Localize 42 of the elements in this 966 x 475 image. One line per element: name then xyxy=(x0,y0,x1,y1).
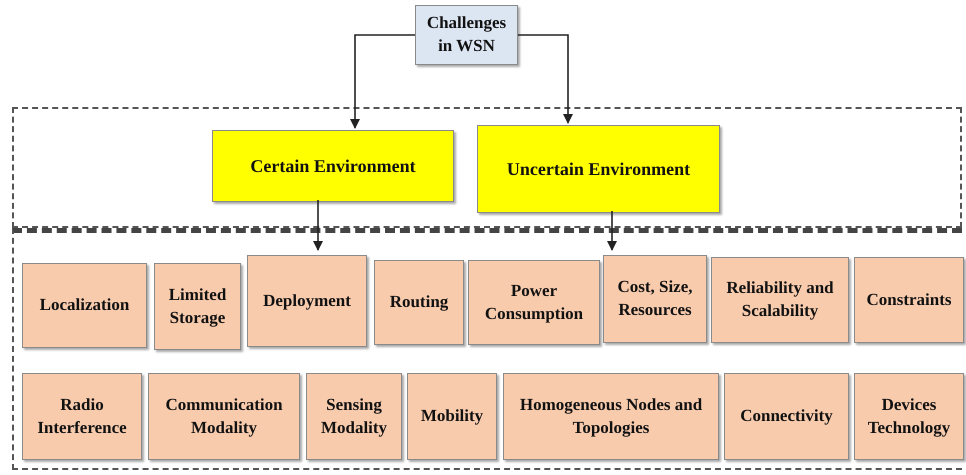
challenge-box xyxy=(407,373,497,460)
arrow xyxy=(313,200,323,251)
arrow xyxy=(607,211,617,251)
box-label: Limited Storage xyxy=(168,284,228,329)
challenge-box xyxy=(503,373,719,460)
challenge-box xyxy=(724,373,849,460)
box-label: Connectivity xyxy=(740,405,833,428)
challenge-box xyxy=(374,260,464,345)
challenge-box xyxy=(711,257,849,343)
dashed-band xyxy=(12,107,962,228)
dashed-band xyxy=(12,228,962,470)
challenge-box xyxy=(468,260,600,345)
arrow xyxy=(350,34,415,129)
arrow xyxy=(518,34,573,124)
box-label: Power Consumption xyxy=(484,280,584,325)
box-label: Challenges in WSN xyxy=(426,12,508,57)
box-label: Localization xyxy=(40,294,130,316)
category-box xyxy=(477,125,720,213)
box-label: Routing xyxy=(390,291,448,314)
box-label: Homogeneous Nodes and Topologies xyxy=(518,394,704,439)
box-label: Communication Modality xyxy=(164,394,284,439)
challenge-box xyxy=(154,263,241,350)
box-label: Certain Environment xyxy=(250,154,416,178)
box-label: Devices Technology xyxy=(866,394,952,439)
challenge-box xyxy=(247,255,367,347)
challenge-box xyxy=(603,255,707,343)
box-label: Uncertain Environment xyxy=(506,158,690,181)
challenge-box xyxy=(306,373,402,460)
category-box xyxy=(212,130,454,202)
box-label: Constraints xyxy=(866,288,952,311)
challenge-box xyxy=(148,373,300,460)
challenge-box xyxy=(854,257,964,343)
box-label: Reliability and Scalability xyxy=(725,277,835,322)
challenge-box xyxy=(22,373,142,460)
challenge-box xyxy=(22,263,147,348)
challenge-box xyxy=(854,373,964,460)
box-label: Radio Interference xyxy=(36,394,128,438)
root-box xyxy=(415,5,518,65)
box-label: Cost, Size, Resources xyxy=(616,276,694,321)
box-label: Deployment xyxy=(263,290,351,312)
box-label: Sensing Modality xyxy=(320,394,388,439)
box-label: Mobility xyxy=(420,405,484,428)
